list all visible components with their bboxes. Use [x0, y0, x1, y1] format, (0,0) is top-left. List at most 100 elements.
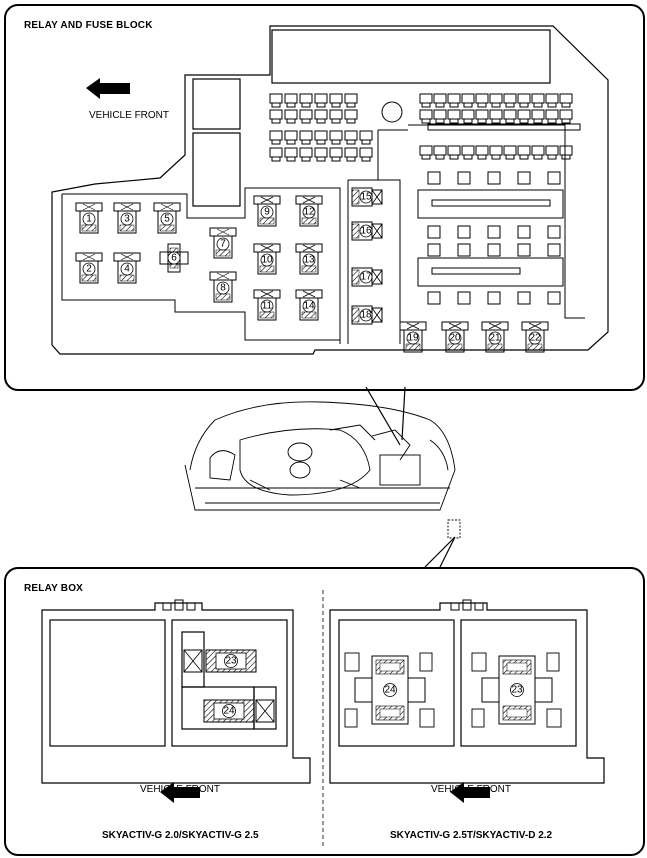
fuse: [284, 109, 298, 124]
relay-24: 24: [344, 652, 435, 728]
relay-22: 22: [521, 321, 549, 353]
fuse: [531, 109, 545, 124]
fuse: [419, 145, 433, 160]
fuse: [475, 93, 489, 108]
relay-number-label: 20: [449, 333, 461, 344]
fuse: [517, 93, 531, 108]
relay-number-label: 15: [360, 192, 372, 203]
relay-number-label: 13: [303, 255, 315, 266]
fuse: [503, 145, 517, 160]
fuse: [531, 93, 545, 108]
leader-lines: [365, 386, 456, 568]
fuse: [269, 130, 283, 145]
relay-9: 9: [253, 195, 281, 227]
fuse: [487, 291, 501, 305]
fuse: [269, 147, 283, 162]
relay-fuse-block-title: RELAY AND FUSE BLOCK: [24, 20, 153, 31]
fuse: [531, 145, 545, 160]
fuse: [457, 171, 471, 185]
fuse: [545, 93, 559, 108]
relay-number-label: 3: [124, 214, 130, 225]
fuse: [487, 243, 501, 257]
relay-number-label: 10: [261, 255, 273, 266]
fuse: [269, 93, 283, 108]
fuse: [547, 171, 561, 185]
relay-16: 16: [351, 221, 383, 241]
relay-number-label: 14: [303, 301, 315, 312]
relay-number-label: 16: [360, 226, 372, 237]
fuse: [359, 130, 373, 145]
fuse: [547, 225, 561, 239]
fuse: [457, 243, 471, 257]
relay-4: 4: [113, 252, 141, 284]
fuse: [517, 171, 531, 185]
fuse: [433, 109, 447, 124]
fuse: [447, 145, 461, 160]
relay-box-left-outline: [41, 602, 311, 784]
fuse: [329, 130, 343, 145]
relay-number-label: 23: [511, 685, 523, 696]
relay-21: 21: [481, 321, 509, 353]
fuse: [517, 291, 531, 305]
fuse: [419, 93, 433, 108]
relay-fuse-block-panel: RELAY AND FUSE BLOCK VEHICLE FRONT: [4, 4, 645, 391]
relay-box-panel: RELAY BOX VEHICLE FRONT SKYACTIV-G 2.0/S…: [4, 567, 645, 856]
relay-number-label: 24: [384, 685, 396, 696]
relay-number-label: 7: [220, 239, 226, 250]
fuse: [329, 147, 343, 162]
relay-19: 19: [399, 321, 427, 353]
fuse: [344, 130, 358, 145]
fuse: [503, 93, 517, 108]
fuse-rows: [269, 93, 573, 305]
large-slot: [271, 29, 551, 84]
fuse: [299, 93, 313, 108]
fuse: [314, 147, 328, 162]
fuse: [427, 243, 441, 257]
left-arrow-icon: [160, 782, 200, 803]
fuse: [427, 291, 441, 305]
fuse: [457, 225, 471, 239]
fuse: [269, 109, 283, 124]
relay-number-label: 19: [407, 333, 419, 344]
relay-1: 1: [75, 202, 103, 234]
fuse: [517, 225, 531, 239]
fuse: [461, 145, 475, 160]
relay-number-label: 8: [220, 283, 226, 294]
caption-left: SKYACTIV-G 2.0/SKYACTIV-G 2.5: [102, 830, 259, 841]
left-arrow-icon: [86, 78, 130, 99]
relay-number-label: 22: [529, 333, 541, 344]
relay-box-title: RELAY BOX: [24, 583, 84, 594]
fuse: [457, 291, 471, 305]
fuse: [489, 145, 503, 160]
relay-2: 2: [75, 252, 103, 284]
fuse: [329, 109, 343, 124]
fuse: [299, 109, 313, 124]
fuse: [299, 130, 313, 145]
fuse: [284, 93, 298, 108]
block-a: [192, 78, 241, 130]
relay-23: 23: [183, 649, 257, 673]
fuse-block-outline: [51, 25, 609, 355]
fuse: [433, 93, 447, 108]
relay-11: 11: [253, 289, 281, 321]
relay-box-right-tabs: [450, 599, 484, 611]
relay-box-right-outline: [329, 602, 605, 784]
relay-5: 5: [153, 202, 181, 234]
inner-borders: [61, 124, 585, 344]
relay-8: 8: [209, 271, 237, 303]
relay-box-left-tabs: [162, 599, 196, 611]
fuse: [344, 147, 358, 162]
fuse: [284, 147, 298, 162]
relay-number-label: 12: [303, 207, 315, 218]
relay-number-label: 23: [225, 656, 237, 667]
relay-number-label: 18: [360, 310, 372, 321]
fuse: [475, 145, 489, 160]
relay-23: 23: [471, 652, 562, 728]
fuse: [461, 93, 475, 108]
block-b: [192, 132, 241, 207]
fuse: [447, 109, 461, 124]
relay-number-label: 9: [264, 207, 270, 218]
vehicle-front-label: VEHICLE FRONT: [89, 110, 170, 121]
